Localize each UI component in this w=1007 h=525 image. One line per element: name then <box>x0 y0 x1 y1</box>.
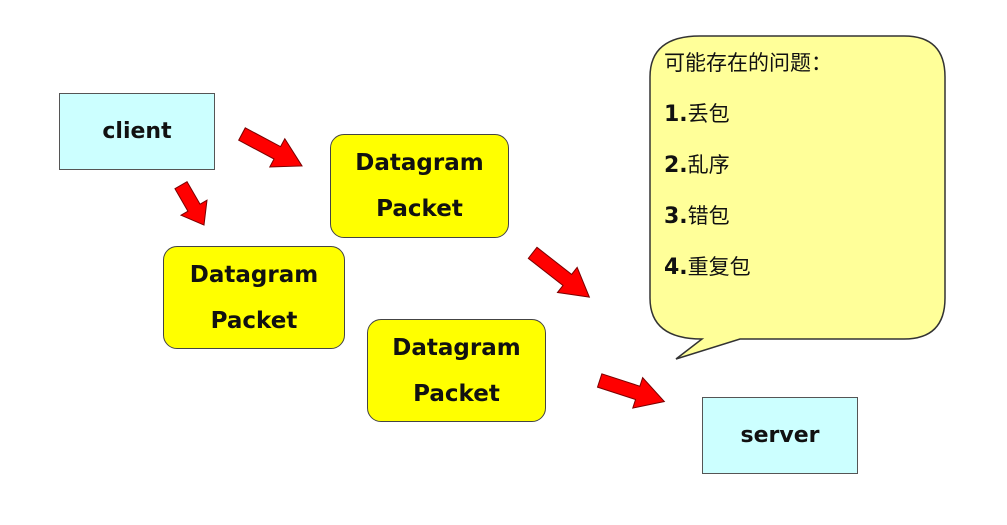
packet-2-line-1: Datagram <box>189 261 319 288</box>
callout-content: 可能存在的问题： 1.丢包 2.乱序 3.错包 4.重复包 <box>664 48 934 303</box>
packet-1-line-1: Datagram <box>355 150 484 176</box>
callout-item-4: 4.重复包 <box>664 252 934 282</box>
item-2-text: 乱序 <box>687 153 730 177</box>
packet-1-line-2: Packet <box>376 196 463 222</box>
packet-3-line-2: Packet <box>413 380 500 407</box>
server-label: server <box>740 423 820 448</box>
item-1-number: 1. <box>664 102 688 127</box>
arrow-packet-1-to-server <box>527 246 591 298</box>
callout-item-1: 1.丢包 <box>664 99 934 129</box>
item-4-text: 重复包 <box>687 255 751 279</box>
callout-bubble <box>649 35 946 360</box>
item-1-text: 丢包 <box>687 102 730 126</box>
packet-3-line-1: Datagram <box>392 334 521 361</box>
arrow-client-to-packet-2 <box>174 181 208 226</box>
arrow-packet-3-to-server <box>596 373 666 409</box>
datagram-packet-2: Datagram Packet <box>163 246 345 349</box>
packet-2-line-2: Packet <box>210 307 298 334</box>
client-node: client <box>59 93 215 170</box>
server-node: server <box>702 397 858 474</box>
client-label: client <box>102 119 172 144</box>
datagram-packet-3: Datagram Packet <box>367 319 546 422</box>
arrow-client-to-packet-1 <box>238 127 303 168</box>
callout-item-3: 3.错包 <box>664 201 934 231</box>
item-2-number: 2. <box>664 153 688 178</box>
callout-title: 可能存在的问题： <box>664 51 832 75</box>
callout-item-2: 2.乱序 <box>664 150 934 180</box>
item-4-number: 4. <box>664 255 688 280</box>
item-3-number: 3. <box>664 204 688 229</box>
datagram-packet-1: Datagram Packet <box>330 134 509 238</box>
item-3-text: 错包 <box>687 204 730 228</box>
